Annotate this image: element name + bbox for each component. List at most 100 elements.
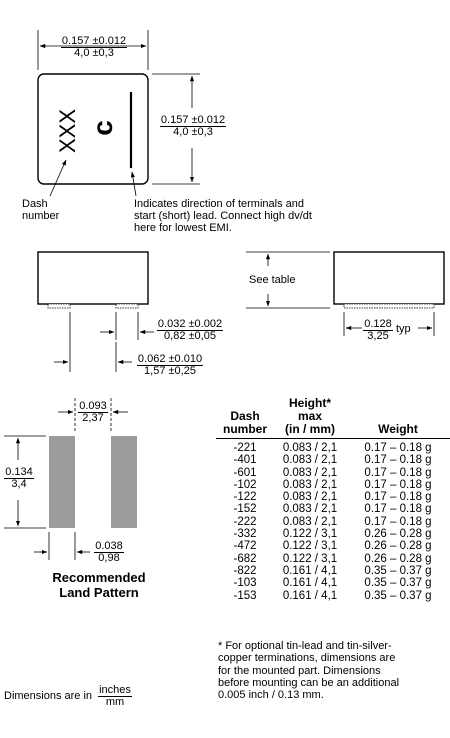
land-pad-left xyxy=(49,436,75,528)
table-header-rule xyxy=(216,438,450,439)
pitch-mm: 3,25 xyxy=(367,330,389,342)
height-cell: 0.122 / 3,1 xyxy=(282,552,338,565)
units-top: inches xyxy=(98,684,132,697)
table-row: -152 0.083 / 2,1 0.17 – 0.18 g xyxy=(216,503,450,515)
table-header-dash: Dash number xyxy=(222,409,267,436)
table-row: -472 0.122 / 3,1 0.26 – 0.28 g xyxy=(216,540,450,552)
land-gap-inches: 0.093 xyxy=(78,400,108,413)
height-cell: 0.083 / 2,1 xyxy=(282,503,338,516)
dash-cell: -221 xyxy=(233,442,257,454)
top-height-mm: 4,0 ±0,3 xyxy=(173,126,213,138)
weight-cell: 0.17 – 0.18 g xyxy=(364,515,432,528)
height-cell: 0.083 / 2,1 xyxy=(282,491,338,504)
top-height-inches: 0.157 ±0.012 xyxy=(159,114,227,127)
dash-number-marking: XXX xyxy=(55,108,80,154)
height-cell: 0.083 / 2,1 xyxy=(282,515,338,528)
dash-cell: -822 xyxy=(233,564,257,577)
height-cell: 0.083 / 2,1 xyxy=(282,454,338,467)
side-view-right-body xyxy=(333,251,445,305)
lead-width-mm: 0,82 ±0,05 xyxy=(164,330,216,342)
weight-cell: 0.17 – 0.18 g xyxy=(364,466,432,479)
land-pad-inches: 0.038 xyxy=(94,540,124,553)
dash-cell: -682 xyxy=(233,552,257,565)
land-pattern-title-line1: Recommended xyxy=(52,570,146,585)
table-row: -401 0.083 / 2,1 0.17 – 0.18 g xyxy=(216,454,450,466)
table-header-height-line2: max xyxy=(297,409,323,423)
table-header-height-line3: (in / mm) xyxy=(285,422,335,436)
table-row: -822 0.161 / 4,1 0.35 – 0.37 g xyxy=(216,565,450,577)
weight-cell: 0.35 – 0.37 g xyxy=(364,589,432,602)
spec-table: -221 0.083 / 2,1 0.17 – 0.18 g -401 0.083 / … xyxy=(216,442,450,602)
weight-cell: 0.17 – 0.18 g xyxy=(364,491,432,504)
dash-cell: -401 xyxy=(233,454,257,467)
table-row: -682 0.122 / 3,1 0.26 – 0.28 g xyxy=(216,553,450,565)
units-note: Dimensions are in inches mm xyxy=(4,684,132,708)
table-row: -332 0.122 / 3,1 0.26 – 0.28 g xyxy=(216,528,450,540)
height-cell: 0.161 / 4,1 xyxy=(282,577,338,590)
units-note-prefix: Dimensions are in xyxy=(4,689,93,702)
lead-width-inches: 0.032 ±0.002 xyxy=(156,318,224,331)
table-row: -153 0.161 / 4,1 0.35 – 0.37 g xyxy=(216,590,450,602)
lead-span-dimension: 0.062 ±0.010 1,57 ±0,25 xyxy=(132,353,208,377)
height-cell: 0.161 / 4,1 xyxy=(282,564,338,577)
dash-cell: -472 xyxy=(233,540,257,553)
height-cell: 0.083 / 2,1 xyxy=(282,466,338,479)
height-cell: 0.083 / 2,1 xyxy=(282,442,338,454)
height-cell: 0.083 / 2,1 xyxy=(282,478,338,491)
dash-cell: -601 xyxy=(233,466,257,479)
lead-span-mm: 1,57 ±0,25 xyxy=(144,365,196,377)
land-height-inches: 0.134 xyxy=(4,466,34,479)
land-gap-mm: 2,37 xyxy=(82,412,104,424)
land-height-dimension: 0.134 3,4 xyxy=(2,466,36,490)
dash-cell: -122 xyxy=(233,491,257,504)
height-cell: 0.122 / 3,1 xyxy=(282,540,338,553)
weight-cell: 0.17 – 0.18 g xyxy=(364,503,432,516)
dash-cell: -152 xyxy=(233,503,257,516)
top-width-inches: 0.157 ±0.012 xyxy=(60,35,128,48)
see-table-label: See table xyxy=(249,274,296,286)
land-gap-dimension: 0.093 2,37 xyxy=(76,400,110,424)
table-row: -601 0.083 / 2,1 0.17 – 0.18 g xyxy=(216,467,450,479)
land-pad-right xyxy=(111,436,137,528)
top-width-mm: 4,0 ±0,3 xyxy=(74,47,114,59)
weight-cell: 0.26 – 0.28 g xyxy=(364,552,432,565)
table-row: -222 0.083 / 2,1 0.17 – 0.18 g xyxy=(216,516,450,528)
weight-cell: 0.17 – 0.18 g xyxy=(364,442,432,454)
weight-cell: 0.26 – 0.28 g xyxy=(364,528,432,541)
table-header-weight: Weight xyxy=(378,422,418,436)
pitch-typ-label: typ xyxy=(396,323,411,335)
height-cell: 0.122 / 3,1 xyxy=(282,528,338,541)
top-width-dimension: 0.157 ±0.012 4,0 ±0,3 xyxy=(48,35,140,59)
lead-width-dimension: 0.032 ±0.002 0,82 ±0,05 xyxy=(152,318,228,342)
dash-cell: -103 xyxy=(233,577,257,590)
pitch-dimension: 0.128 3,25 xyxy=(360,318,396,342)
units-fraction: inches mm xyxy=(98,684,132,708)
weight-cell: 0.17 – 0.18 g xyxy=(364,454,432,467)
table-row: -122 0.083 / 2,1 0.17 – 0.18 g xyxy=(216,491,450,503)
dash-number-label: Dash number xyxy=(22,198,60,222)
height-cell: 0.161 / 4,1 xyxy=(282,589,338,602)
dash-cell: -153 xyxy=(233,589,257,602)
dash-cell: -332 xyxy=(233,528,257,541)
table-header-height-line1: Height* xyxy=(289,396,331,410)
side-view-body xyxy=(37,251,149,305)
units-bottom: mm xyxy=(105,696,125,708)
lead-span-inches: 0.062 ±0.010 xyxy=(136,353,204,366)
footnote: * For optional tin-lead and tin-silver- … xyxy=(218,640,400,702)
manufacturer-mark: c xyxy=(87,120,118,136)
land-pattern-title-line2: Land Pattern xyxy=(59,585,139,600)
lead-direction-note: Indicates direction of terminals and sta… xyxy=(134,198,312,234)
weight-cell: 0.26 – 0.28 g xyxy=(364,540,432,553)
land-pattern-title: Recommended Land Pattern xyxy=(20,570,178,600)
table-row: -221 0.083 / 2,1 0.17 – 0.18 g xyxy=(216,442,450,454)
land-pad-dimension: 0.038 0,98 xyxy=(92,540,126,564)
weight-cell: 0.17 – 0.18 g xyxy=(364,478,432,491)
table-header-height: Height* max (in / mm) xyxy=(274,397,346,436)
top-view-body xyxy=(37,73,149,185)
pitch-inches: 0.128 xyxy=(363,318,393,331)
weight-cell: 0.35 – 0.37 g xyxy=(364,564,432,577)
dash-cell: -222 xyxy=(233,515,257,528)
